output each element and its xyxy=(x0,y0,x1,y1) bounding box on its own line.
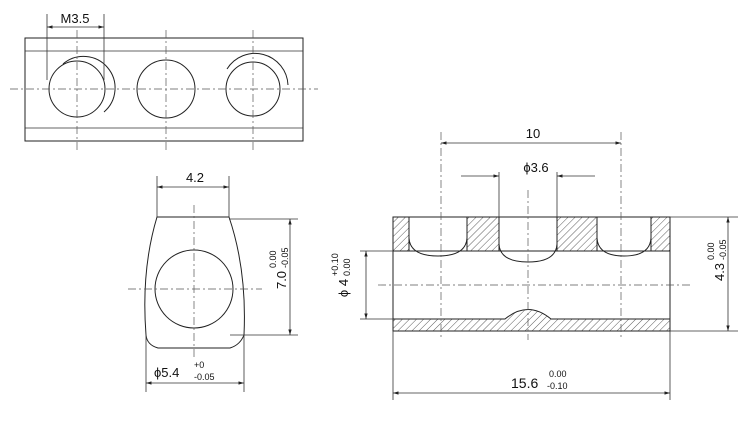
side-dia-label: ϕ5.4 xyxy=(154,365,179,380)
right-height-tol-upper: 0.00 xyxy=(706,242,716,260)
bore-tol-lower: 0.00 xyxy=(342,258,352,276)
length-label: 15.6 xyxy=(511,375,538,391)
top-view-outline xyxy=(24,37,304,142)
side-height-tol-upper: 0.00 xyxy=(268,250,278,268)
hole-dia-label: ϕ3.6 xyxy=(523,160,548,175)
front-hatch-block-1 xyxy=(392,216,410,252)
top-hole-1-thread-arc xyxy=(62,55,116,113)
top-view: M3.5 xyxy=(10,11,318,150)
front-counterbore-3 xyxy=(596,217,652,257)
side-width-label: 4.2 xyxy=(186,170,204,185)
right-height-tol-lower: -0.05 xyxy=(718,239,728,260)
bore-label: ϕ 4 xyxy=(336,279,351,297)
length-tol-lower: -0.10 xyxy=(547,381,568,391)
right-height-text-group: 4.3 0.00 -0.05 xyxy=(706,239,728,281)
front-counterbore-1 xyxy=(408,217,468,257)
side-dia-tol-lower: -0.05 xyxy=(194,372,215,382)
front-hatch-block-3 xyxy=(556,216,598,252)
right-height-label: 4.3 xyxy=(712,263,727,281)
side-height-label: 7.0 xyxy=(274,271,289,289)
front-bottom-hatch xyxy=(392,309,671,332)
side-dia-tol-upper: +0 xyxy=(194,360,204,370)
side-height-text-group: 7.0 0.00 -0.05 xyxy=(268,247,290,289)
front-hatch-block-2 xyxy=(466,216,500,252)
front-hatch-block-4 xyxy=(650,216,671,252)
top-hole-3-thread-arc xyxy=(226,52,289,86)
side-view: 4.2 7.0 0.00 -0.05 ϕ5.4 +0 -0.05 xyxy=(128,170,298,392)
bore-text-group: ϕ 4 +0.10 0.00 xyxy=(330,253,352,297)
thread-label: M3.5 xyxy=(61,11,90,26)
bore-tol-upper: +0.10 xyxy=(330,253,340,276)
length-tol-upper: 0.00 xyxy=(549,369,567,379)
pitch-label: 10 xyxy=(526,126,540,141)
side-height-tol-lower: -0.05 xyxy=(280,247,290,268)
front-view: 10 ϕ3.6 ϕ 4 +0.10 0.00 4.3 0.00 -0.05 15… xyxy=(330,126,738,400)
